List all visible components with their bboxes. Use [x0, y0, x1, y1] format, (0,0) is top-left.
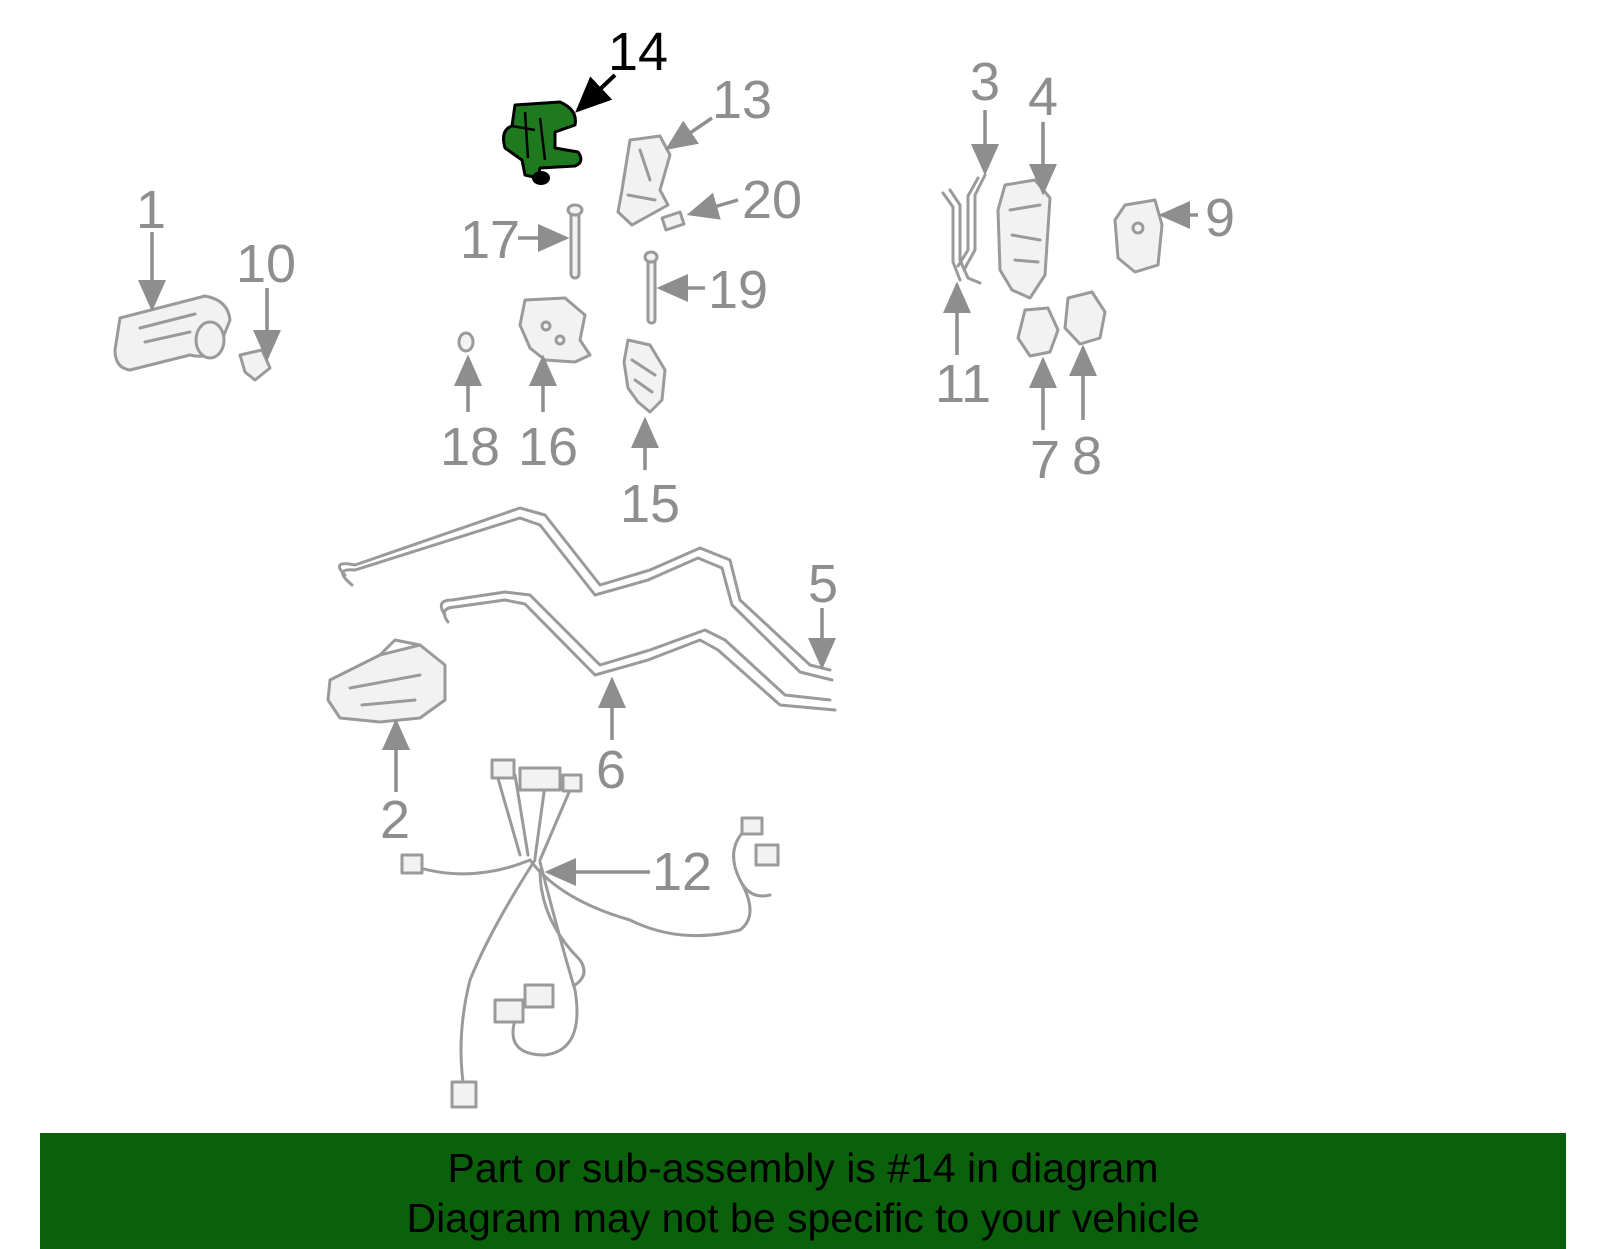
leader-lines — [138, 73, 1198, 886]
part-6-rod — [439, 590, 837, 712]
part-19-pin — [643, 250, 659, 325]
info-banner: Part or sub-assembly is #14 in diagram D… — [40, 1133, 1566, 1249]
part-12-wiring-harness — [400, 758, 780, 1109]
callout-14-highlighted: 14 — [608, 22, 668, 82]
part-4-latch — [996, 178, 1052, 300]
callout-labels: 1 2 3 4 5 6 7 8 9 10 11 12 13 14 15 16 1… — [136, 22, 1235, 902]
callout-15: 15 — [620, 474, 680, 534]
callout-17: 17 — [460, 210, 520, 270]
callout-12: 12 — [652, 842, 712, 902]
callout-2: 2 — [380, 790, 410, 850]
part-20-bolt — [660, 210, 686, 232]
part-9-striker — [1113, 198, 1164, 274]
callout-4: 4 — [1028, 67, 1058, 127]
callout-7: 7 — [1030, 430, 1060, 490]
callout-19: 19 — [708, 260, 768, 320]
part-7-bracket — [1016, 306, 1060, 358]
part-15-bracket — [622, 338, 667, 414]
part-17-pin — [566, 203, 584, 280]
callout-11: 11 — [935, 354, 991, 414]
part-8-bracket — [1063, 290, 1107, 346]
callout-18: 18 — [440, 417, 500, 477]
callout-8: 8 — [1072, 426, 1102, 486]
callout-9: 9 — [1205, 188, 1235, 248]
banner-line-2: Diagram may not be specific to your vehi… — [406, 1195, 1200, 1241]
part-3-rod — [956, 173, 987, 270]
callout-1: 1 — [136, 180, 166, 240]
part-14-hinge-highlighted — [502, 100, 583, 185]
callout-5: 5 — [808, 554, 838, 614]
part-2-inside-handle — [326, 638, 447, 724]
callout-3: 3 — [970, 52, 1000, 112]
callout-16: 16 — [518, 417, 578, 477]
part-18-nut — [457, 331, 475, 353]
part-5-rod — [337, 506, 834, 682]
callout-20: 20 — [742, 170, 802, 230]
callout-13: 13 — [712, 70, 772, 130]
part-16-lower-hinge — [518, 296, 592, 364]
parts-diagram: 1 2 3 4 5 6 7 8 9 10 11 12 13 14 15 16 1… — [113, 22, 1235, 1109]
part-13-hinge-bracket — [616, 134, 672, 227]
banner-line-1: Part or sub-assembly is #14 in diagram — [447, 1145, 1159, 1191]
callout-10: 10 — [236, 234, 296, 294]
callout-6: 6 — [596, 740, 626, 800]
part-11-rod — [941, 188, 982, 285]
part-1-door-handle — [113, 294, 232, 372]
